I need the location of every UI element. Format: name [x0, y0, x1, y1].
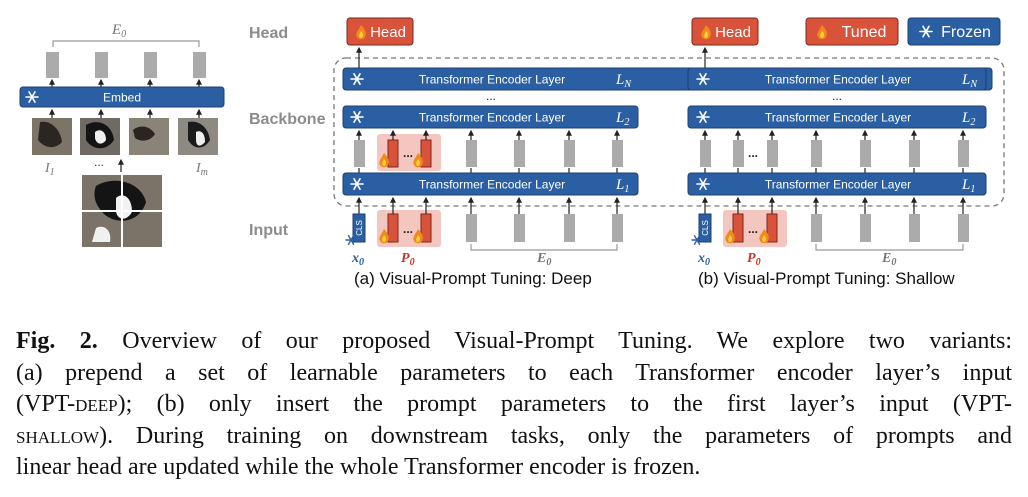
svg-text:L2: L2 [961, 110, 975, 128]
svg-text:Tuned: Tuned [842, 24, 887, 41]
svg-text:x0: x0 [351, 251, 364, 268]
image-dots: ... [94, 155, 104, 169]
caption-line-2: (a) prepend a set of learnable parameter… [16, 359, 1012, 386]
svg-text:Frozen: Frozen [941, 24, 991, 41]
figure-caption: Fig. 2. Overview of our proposed Visual-… [16, 326, 1012, 484]
svg-text:...: ... [403, 222, 413, 236]
svg-text:E0: E0 [881, 251, 896, 268]
deep-title: (a) Visual-Prompt Tuning: Deep [354, 269, 592, 288]
embed-panel: E0 Embed [19, 22, 225, 247]
image-I1: I1 [44, 161, 55, 178]
image-patches [32, 118, 218, 155]
svg-text:Transformer Encoder Layer: Transformer Encoder Layer [765, 73, 911, 87]
svg-text:Head: Head [715, 24, 751, 41]
svg-text:Head: Head [370, 24, 406, 41]
caption-label: Fig. 2. [16, 328, 98, 354]
deep-layer-L2 [342, 105, 639, 129]
image-Im: Im [195, 161, 208, 178]
svg-text:Transformer Encoder Layer: Transformer Encoder Layer [419, 111, 565, 125]
deep-layer-L1 [342, 172, 639, 196]
svg-text:L1: L1 [961, 177, 975, 195]
svg-text:Transformer Encoder Layer: Transformer Encoder Layer [765, 178, 911, 192]
svg-text:CLS: CLS [701, 220, 710, 236]
svg-text:L1: L1 [615, 177, 629, 195]
vpt-figure: Head Backbone Input E0 Embed [19, 17, 1005, 288]
caption-line-5: linear head are updated while the whole … [16, 454, 701, 480]
svg-text:P0: P0 [401, 251, 415, 268]
full-image [82, 175, 162, 247]
embed-box [19, 86, 225, 108]
row-label-backbone: Backbone [249, 111, 326, 128]
svg-text:LN: LN [615, 72, 632, 90]
shallow-cls-token [698, 213, 712, 243]
shallow-layer-L1 [687, 172, 987, 196]
embed-label: Embed [103, 91, 141, 105]
panel-shallow: Head Transformer Encoder Layer LN ... Tr… [687, 17, 987, 288]
panel-deep: Head Transformer Encoder Layer LN ... Tr… [342, 17, 993, 288]
legend-tuned: Tuned [805, 17, 899, 46]
row-label-head: Head [249, 25, 288, 42]
embed-E0-bracket [52, 40, 200, 47]
svg-text:E0: E0 [536, 251, 551, 268]
shallow-layer-L2 [687, 105, 987, 129]
svg-text:x0: x0 [697, 251, 710, 268]
embed-output-tokens [46, 52, 206, 78]
svg-text:CLS: CLS [355, 220, 364, 236]
row-label-input: Input [249, 222, 289, 239]
svg-text:...: ... [748, 222, 758, 236]
caption-line-4: shallow). During training on downstream … [16, 422, 1012, 449]
svg-text:Transformer Encoder Layer: Transformer Encoder Layer [765, 111, 911, 125]
deep-cls-token [352, 213, 366, 243]
caption-line-3: (VPT-deep); (b) only insert the prompt p… [16, 391, 1012, 417]
shallow-title: (b) Visual-Prompt Tuning: Shallow [698, 269, 955, 288]
svg-text:Transformer Encoder Layer: Transformer Encoder Layer [419, 178, 565, 192]
legend-frozen: Frozen [907, 17, 1001, 46]
svg-text:...: ... [832, 89, 842, 103]
shallow-layer-LN [687, 67, 987, 91]
svg-text:L2: L2 [615, 110, 629, 128]
caption-line-1: Fig. 2. Overview of our proposed Visual-… [16, 328, 1013, 354]
backbone-frame [333, 57, 1005, 207]
svg-text:...: ... [748, 146, 758, 160]
svg-text:...: ... [403, 146, 413, 160]
svg-text:LN: LN [961, 72, 978, 90]
svg-text:Transformer Encoder Layer: Transformer Encoder Layer [419, 73, 565, 87]
svg-text:P0: P0 [747, 251, 761, 268]
svg-text:...: ... [486, 89, 496, 103]
embed-E0: E0 [111, 22, 126, 40]
